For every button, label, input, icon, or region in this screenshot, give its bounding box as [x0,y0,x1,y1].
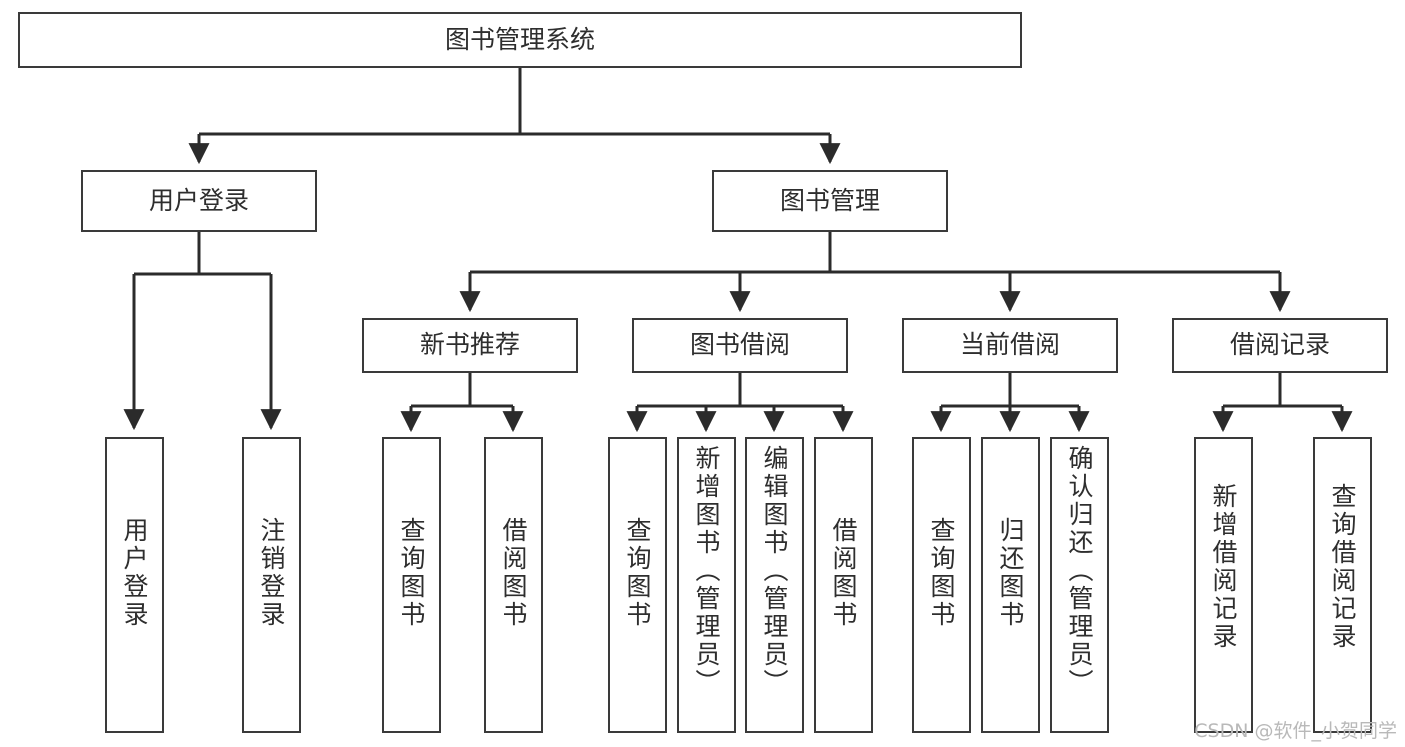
node-label: 查询图书 [927,517,956,629]
leaf-record-query-record[interactable]: 查询借阅记录 [1313,437,1372,733]
node-label: 新增借阅记录 [1209,483,1238,651]
node-label: 查询借阅记录 [1328,483,1357,651]
node-label: 编辑图书（管理员） [760,445,789,697]
node-label: 图书管理系统 [444,24,595,54]
node-label: 图书借阅 [689,330,790,360]
node-new-book-recommend[interactable]: 新书推荐 [362,318,578,373]
watermark: CSDN @软件_小贺同学 [1194,720,1397,742]
node-label: 查询图书 [623,517,652,629]
node-current-borrow[interactable]: 当前借阅 [902,318,1118,373]
leaf-borrow-edit-book-admin[interactable]: 编辑图书（管理员） [745,437,804,733]
node-label: 借阅记录 [1229,330,1330,360]
node-label: 注销登录 [257,517,286,629]
node-label: 图书管理 [779,185,880,215]
node-label: 借阅图书 [499,517,528,629]
node-label: 用户登录 [148,185,249,215]
leaf-recommend-query-book[interactable]: 查询图书 [382,437,441,733]
node-root-system[interactable]: 图书管理系统 [18,12,1022,68]
node-label: 新增图书（管理员） [692,445,721,697]
node-book-borrow[interactable]: 图书借阅 [632,318,848,373]
leaf-current-query-book[interactable]: 查询图书 [912,437,971,733]
node-label: 新书推荐 [419,330,520,360]
leaf-borrow-query-book[interactable]: 查询图书 [608,437,667,733]
node-borrow-record[interactable]: 借阅记录 [1172,318,1388,373]
leaf-current-return-book[interactable]: 归还图书 [981,437,1040,733]
leaf-borrow-borrow-book[interactable]: 借阅图书 [814,437,873,733]
leaf-current-confirm-return-admin[interactable]: 确认归还（管理员） [1050,437,1109,733]
node-label: 归还图书 [996,517,1025,629]
leaf-record-add-record[interactable]: 新增借阅记录 [1194,437,1253,733]
node-label: 当前借阅 [959,330,1060,360]
leaf-user-login[interactable]: 用户登录 [105,437,164,733]
node-label: 用户登录 [120,517,149,629]
node-book-management[interactable]: 图书管理 [712,170,948,232]
leaf-user-logout[interactable]: 注销登录 [242,437,301,733]
leaf-borrow-add-book-admin[interactable]: 新增图书（管理员） [677,437,736,733]
node-label: 借阅图书 [829,517,858,629]
node-user-login[interactable]: 用户登录 [81,170,317,232]
leaf-recommend-borrow-book[interactable]: 借阅图书 [484,437,543,733]
node-label: 查询图书 [397,517,426,629]
node-label: 确认归还（管理员） [1065,445,1094,697]
